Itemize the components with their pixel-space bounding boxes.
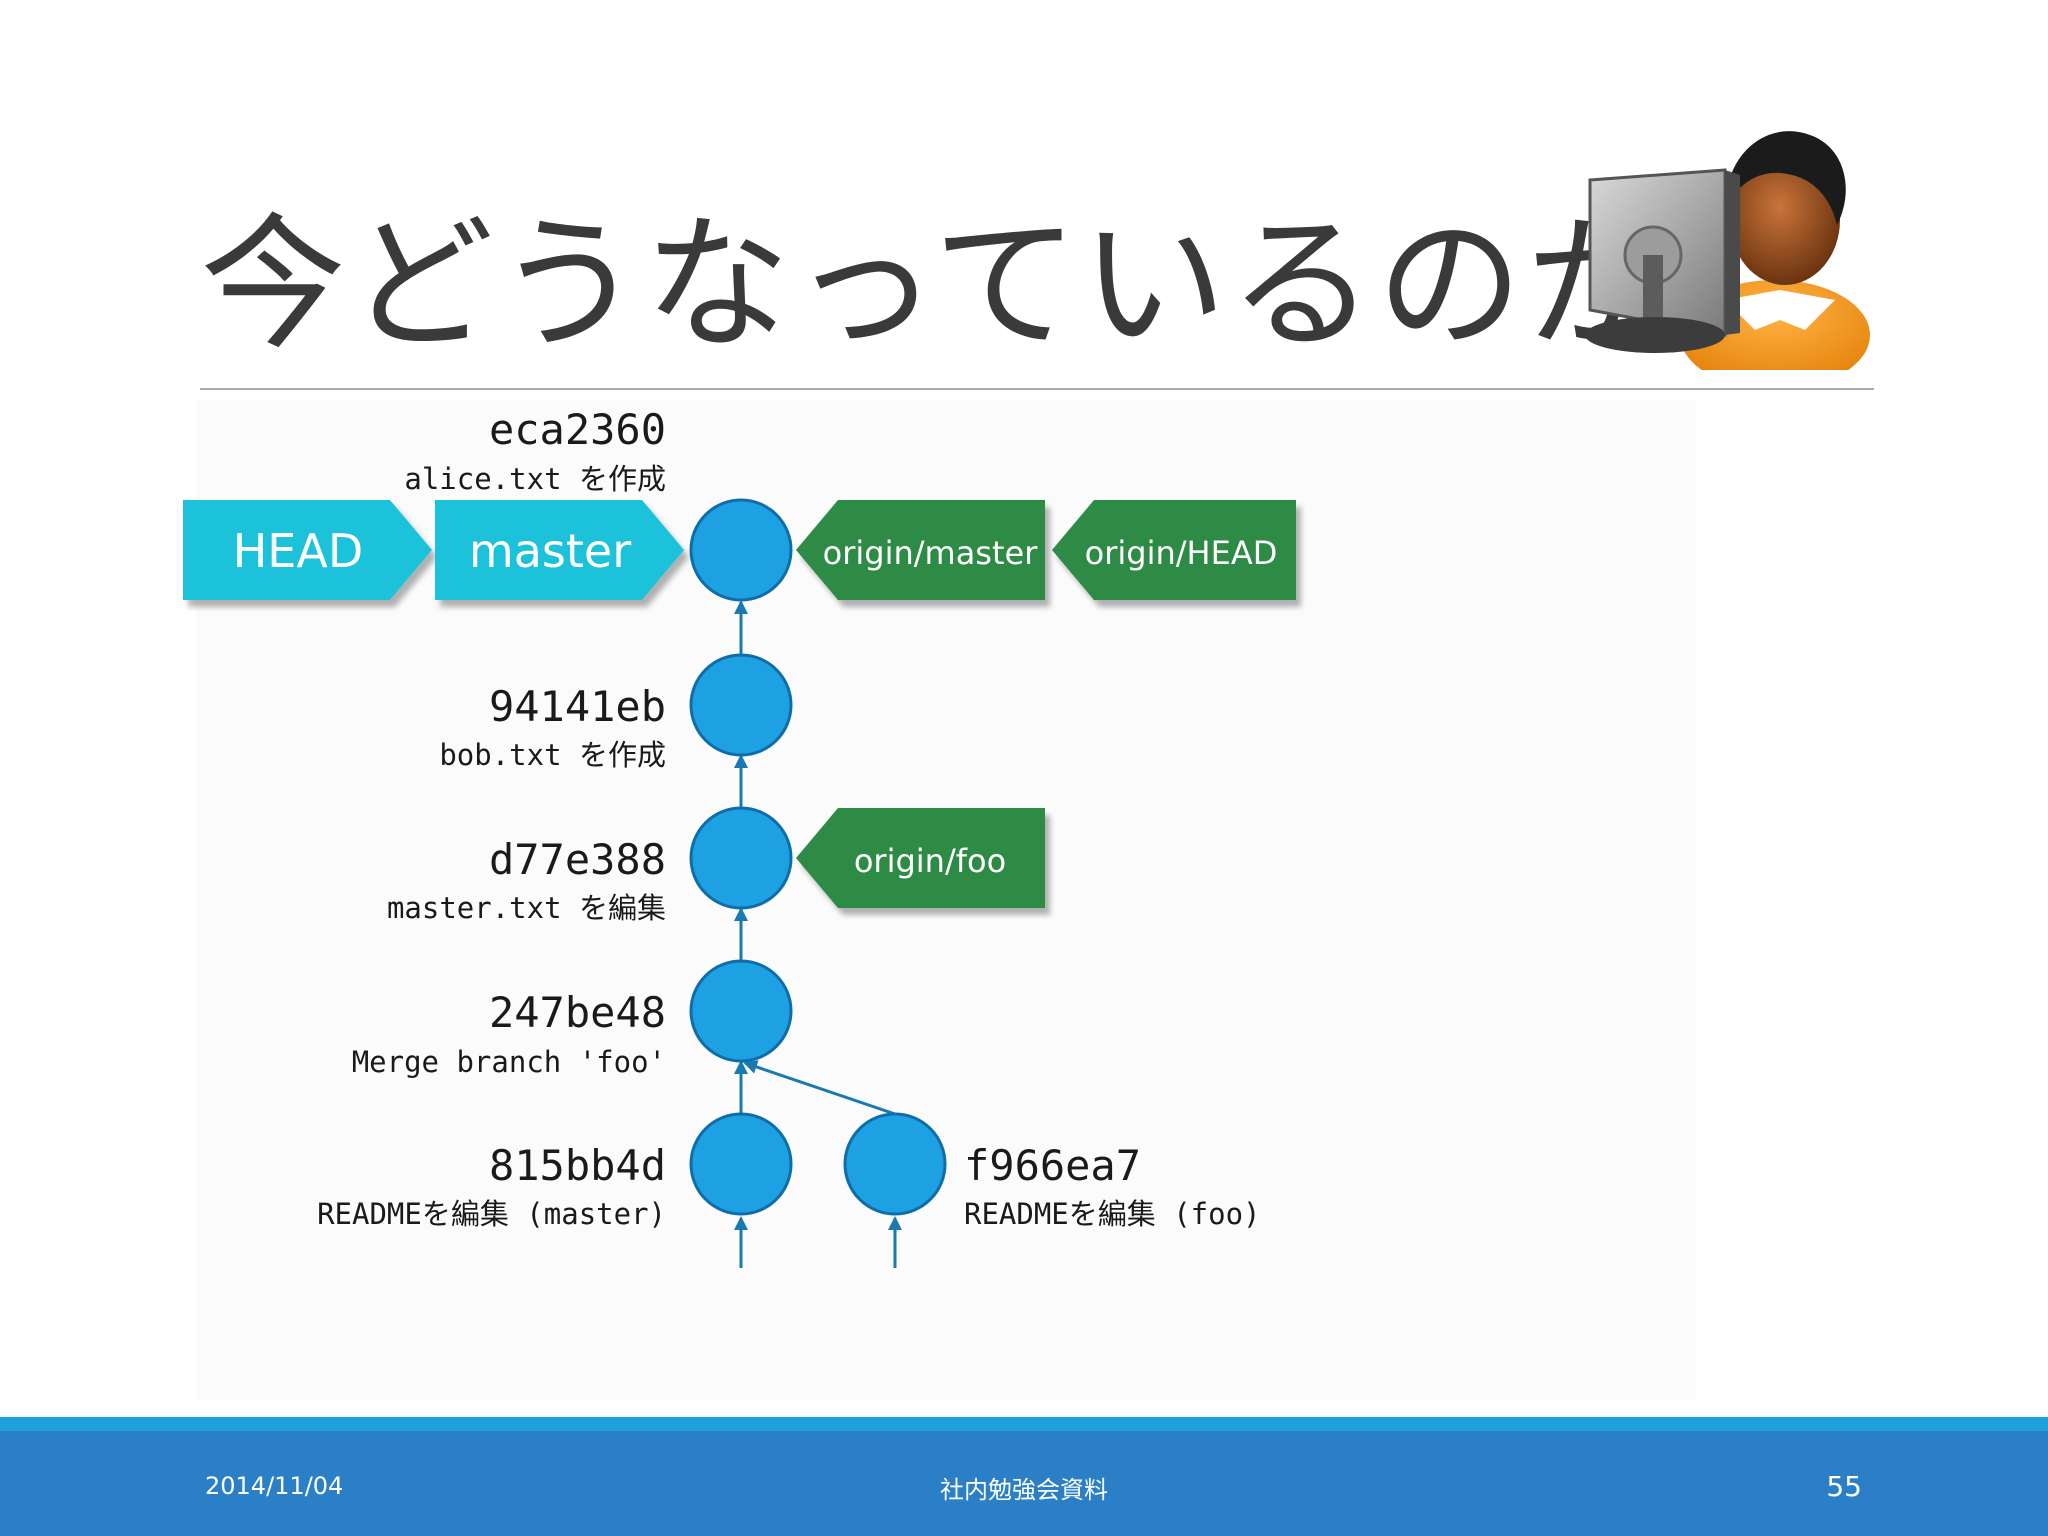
commit-node-c3[interactable] [689,806,793,910]
commit-message-c4: Merge branch 'foo' [352,1045,666,1079]
ref-label-origin-master: origin/master [823,534,1039,572]
commit-sha-c4: 247be48 [489,988,666,1037]
title-divider [200,388,1874,390]
footer-date: 2014/11/04 [205,1472,344,1500]
ref-label-origin-foo: origin/foo [854,842,1006,880]
slide-title: 今どうなっているのか [200,200,1673,370]
user-at-computer-icon [1575,95,1885,390]
commit-message-c1: alice.txt を作成 [404,462,666,496]
monitor-side [1725,170,1740,335]
monitor-base [1585,317,1725,353]
footer-page-number: 55 [1826,1470,1862,1503]
ref-tag-master[interactable]: master [435,500,684,600]
commit-node-c6[interactable] [843,1112,947,1216]
monitor-stand [1643,255,1663,325]
commit-message-c6: READMEを編集 (foo) [964,1197,1261,1231]
commit-node-c1[interactable] [689,498,793,602]
commit-message-c3: master.txt を編集 [387,891,666,925]
commit-node-c5[interactable] [689,1112,793,1216]
ref-label-master: master [469,524,631,578]
footer-stripe [0,1417,2048,1431]
commit-message-c5: READMEを編集 (master) [317,1197,666,1231]
commit-sha-c3: d77e388 [489,835,666,884]
commit-sha-c1: eca2360 [489,405,666,454]
commit-sha-c2: 94141eb [489,682,666,731]
edge-c6-c4 [743,1060,896,1116]
commit-sha-c5: 815bb4d [489,1141,666,1190]
avatar-hair [1725,131,1846,225]
commit-sha-c6: f966ea7 [964,1141,1141,1190]
ref-tag-head[interactable]: HEAD [183,500,432,600]
ref-tag-origin-head[interactable]: origin/HEAD [1052,500,1296,600]
avatar-head [1730,155,1840,285]
commit-node-c4[interactable] [689,959,793,1063]
footer-band [0,1431,2048,1536]
ref-label-origin-head: origin/HEAD [1085,534,1278,572]
commit-node-c2[interactable] [689,653,793,757]
footer-center-text: 社内勉強会資料 [940,1476,1108,1504]
ref-tag-origin-master[interactable]: origin/master [796,500,1045,600]
ref-label-head: HEAD [233,524,364,578]
avatar-collar [1725,290,1835,330]
ref-tag-origin-foo[interactable]: origin/foo [796,808,1045,908]
commit-message-c2: bob.txt を作成 [439,738,666,772]
